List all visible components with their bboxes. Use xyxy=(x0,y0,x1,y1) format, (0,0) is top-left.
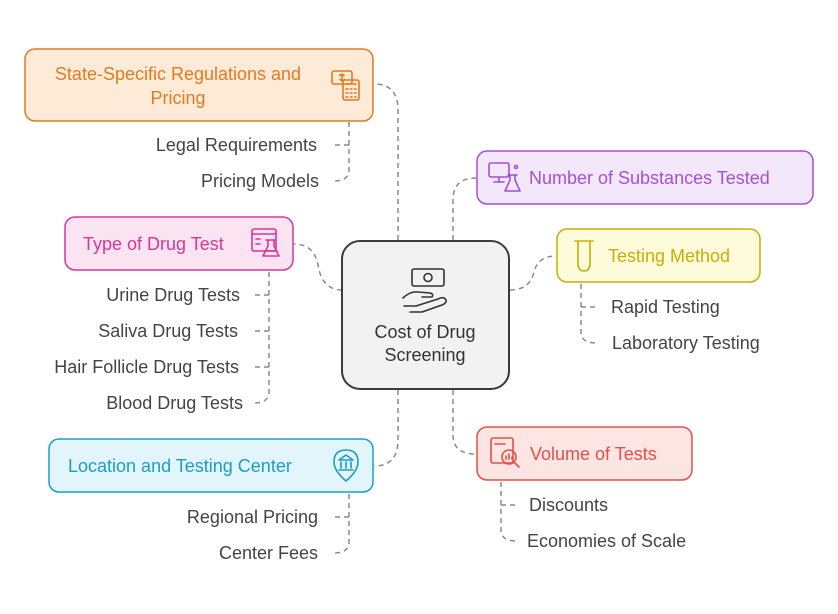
leaf-item: Discounts xyxy=(529,495,608,515)
leaf-item: Laboratory Testing xyxy=(612,333,760,353)
branch-label: Testing Method xyxy=(608,246,730,266)
leaf-item: Rapid Testing xyxy=(611,297,720,317)
bank-pin-icon xyxy=(333,449,359,482)
leaf-item: Center Fees xyxy=(219,543,318,563)
leaf-item: Legal Requirements xyxy=(156,135,317,155)
branch-label-line1: State-Specific Regulations and xyxy=(55,64,301,84)
branch-box xyxy=(476,150,814,205)
lab-report-icon xyxy=(251,228,280,257)
branch-volume-of-tests: Volume of Tests Discounts Economies of S… xyxy=(476,426,693,551)
branch-location-testing-center: Location and Testing Center Regional Pri… xyxy=(48,438,374,563)
center-box xyxy=(341,240,510,390)
leaf-item: Economies of Scale xyxy=(527,531,686,551)
center-node: Cost of Drug Screening xyxy=(341,240,510,390)
money-hand-icon xyxy=(402,268,447,313)
center-title-line2: Screening xyxy=(384,345,465,365)
leaf-item: Blood Drug Tests xyxy=(106,393,243,413)
center-title-line1: Cost of Drug xyxy=(374,322,475,342)
branch-testing-method: Testing Method Rapid Testing Laboratory … xyxy=(556,228,761,353)
branch-label-line2: Pricing xyxy=(150,88,205,108)
connector-lines xyxy=(253,83,597,554)
branch-box xyxy=(48,438,374,493)
branch-box xyxy=(556,228,761,283)
leaf-item: Regional Pricing xyxy=(187,507,318,527)
cash-calculator-icon xyxy=(331,70,360,101)
branch-type-of-drug-test: Type of Drug Test Urine Drug Tests Saliv… xyxy=(54,216,294,413)
branch-box xyxy=(24,48,374,122)
branch-label: Number of Substances Tested xyxy=(529,168,770,188)
branch-label: Type of Drug Test xyxy=(83,234,224,254)
computer-flask-icon xyxy=(488,162,521,192)
branch-number-of-substances: Number of Substances Tested xyxy=(476,150,814,205)
leaf-item: Hair Follicle Drug Tests xyxy=(54,357,239,377)
leaf-item: Pricing Models xyxy=(201,171,319,191)
branch-label: Location and Testing Center xyxy=(68,456,292,476)
leaf-item: Saliva Drug Tests xyxy=(98,321,238,341)
data-search-icon xyxy=(490,437,520,468)
test-tube-icon xyxy=(574,240,594,272)
leaf-item: Urine Drug Tests xyxy=(106,285,240,305)
branch-box xyxy=(476,426,693,481)
branch-state-regulations: State-Specific Regulations and Pricing L… xyxy=(24,48,374,191)
branch-box xyxy=(64,216,294,271)
branch-label: Volume of Tests xyxy=(530,444,657,464)
